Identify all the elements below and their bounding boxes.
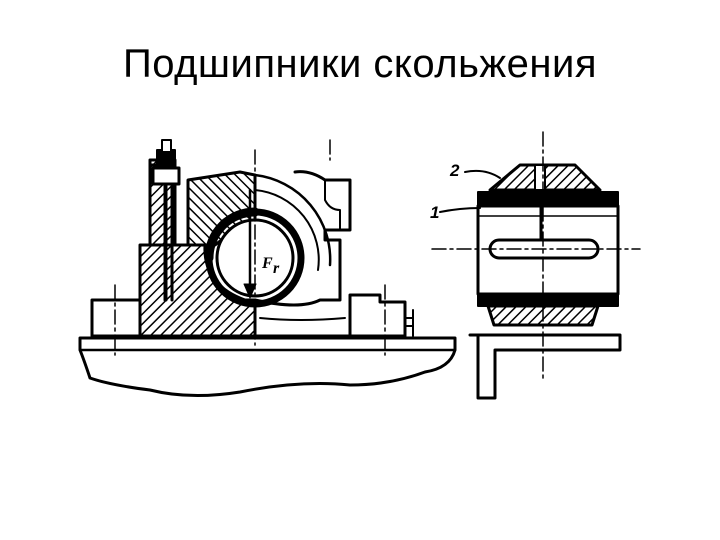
housing-footing	[90, 293, 414, 338]
housing-body-outline	[253, 170, 352, 338]
bushing-bottom-strip	[477, 293, 619, 307]
l-bracket	[468, 333, 622, 400]
callout-2-label: 2	[449, 161, 460, 180]
shaft-side-view	[476, 204, 620, 296]
right-view-section	[431, 131, 641, 400]
slide-title: Подшипники скольжения	[122, 42, 598, 86]
radial-force-arrow	[243, 188, 257, 299]
bushing-top-strip	[477, 191, 619, 207]
top-cap-section	[488, 163, 602, 192]
force-label: F	[261, 255, 273, 272]
leader-line-1	[439, 207, 481, 213]
center-lines	[114, 139, 386, 356]
force-subscript: r	[273, 260, 280, 277]
left-view-plummer-block	[78, 139, 457, 398]
right-center-lines	[431, 131, 641, 381]
callout-1-label: 1	[430, 203, 439, 222]
stud-bolt	[151, 139, 181, 302]
base-frame	[78, 336, 457, 398]
leader-line-2	[464, 169, 501, 179]
